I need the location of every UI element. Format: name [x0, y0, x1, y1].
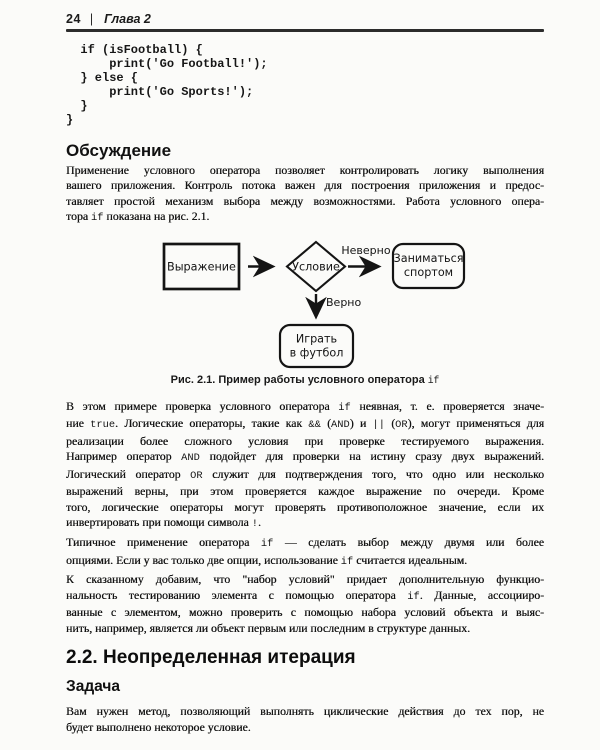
- flowchart-box-football: Играть в футбол: [278, 323, 355, 368]
- text-line: опциями. Если у вас только две опции, ис…: [66, 552, 468, 568]
- text-line: Вам нужен метод, позволяющий выполнять ц…: [66, 704, 544, 719]
- text-line: ванные с элементом, можно проверить с по…: [66, 605, 544, 620]
- section-heading-22: 2.2. Неопределенная итерация: [66, 647, 356, 669]
- flowchart-box-expression: Выражение: [162, 242, 241, 290]
- figure-caption: Рис. 2.1. Пример работы условного операт…: [170, 373, 440, 386]
- paragraph-condition-set: К сказанному добавим, что "набор условий…: [66, 572, 544, 636]
- paragraph-problem: Вам нужен метод, позволяющий выполнять ц…: [66, 704, 544, 735]
- svg-text:Играть: Играть: [296, 332, 337, 345]
- flowchart-figure: Выражение Условие Неверно Заниматься спо…: [66, 238, 544, 386]
- header-separator: |: [89, 12, 94, 26]
- svg-text:Выражение: Выражение: [167, 260, 236, 273]
- text-line: инвертировать при помощи символа !.: [66, 515, 261, 531]
- text-line: нить, например, является ли объект первы…: [66, 620, 471, 635]
- problem-heading: Задача: [66, 678, 121, 696]
- text-line: выражений верны, при этом проверяется ка…: [66, 484, 544, 499]
- text-line: реализации более сложного условия при пр…: [66, 433, 544, 448]
- svg-text:Условие: Условие: [292, 260, 340, 273]
- text-line: нальность тестированию элемента с помощь…: [66, 587, 544, 603]
- svg-text:Заниматься: Заниматься: [394, 252, 464, 265]
- code-block: if (isFootball) { print('Go Football!');…: [66, 42, 268, 127]
- text-line: Например оператор AND подойдет для прове…: [66, 449, 544, 465]
- paragraph-typical-use: Типичное применение оператора if — сдела…: [66, 535, 544, 570]
- text-line: К сказанному добавим, что "набор условий…: [66, 572, 544, 587]
- text-line: будет выполнено некоторое условие.: [66, 719, 251, 734]
- text-line: тора if показана на рис. 2.1.: [66, 209, 210, 225]
- text-line: Типичное применение оператора if — сдела…: [66, 535, 544, 551]
- paragraph-intro: Применение условного оператора позволяет…: [66, 163, 544, 227]
- flowchart-label-false: Неверно: [341, 244, 390, 257]
- discussion-heading: Обсуждение: [66, 140, 172, 160]
- text-line: того, логические операторы могут проверя…: [66, 499, 544, 514]
- flowchart-label-true: Верно: [326, 296, 361, 309]
- text-line: Логический оператор OR служит для подтве…: [66, 466, 544, 482]
- text-line: ние true. Логические операторы, такие ка…: [66, 416, 545, 432]
- flowchart-box-sport: Заниматься спортом: [391, 242, 466, 289]
- header-rule: [66, 29, 544, 32]
- flowchart-diamond-condition: Условие: [285, 240, 347, 292]
- text-line: вашего приложения. Контроль потока важен…: [66, 178, 544, 193]
- svg-text:в футбол: в футбол: [290, 346, 344, 359]
- page-header: 24 | Глава 2: [66, 12, 544, 28]
- page-number: 24: [66, 12, 81, 26]
- text-line: Применение условного оператора позволяет…: [66, 162, 544, 177]
- chapter-title: Глава 2: [104, 12, 151, 26]
- flowchart: Выражение Условие Неверно Заниматься спо…: [162, 240, 466, 368]
- text-line: В этом примере проверка условного операт…: [66, 398, 544, 414]
- paragraph-example: В этом примере проверка условного операт…: [66, 399, 544, 533]
- text-line: тавляет простой механизм выбора между во…: [66, 193, 544, 208]
- svg-text:спортом: спортом: [404, 266, 453, 279]
